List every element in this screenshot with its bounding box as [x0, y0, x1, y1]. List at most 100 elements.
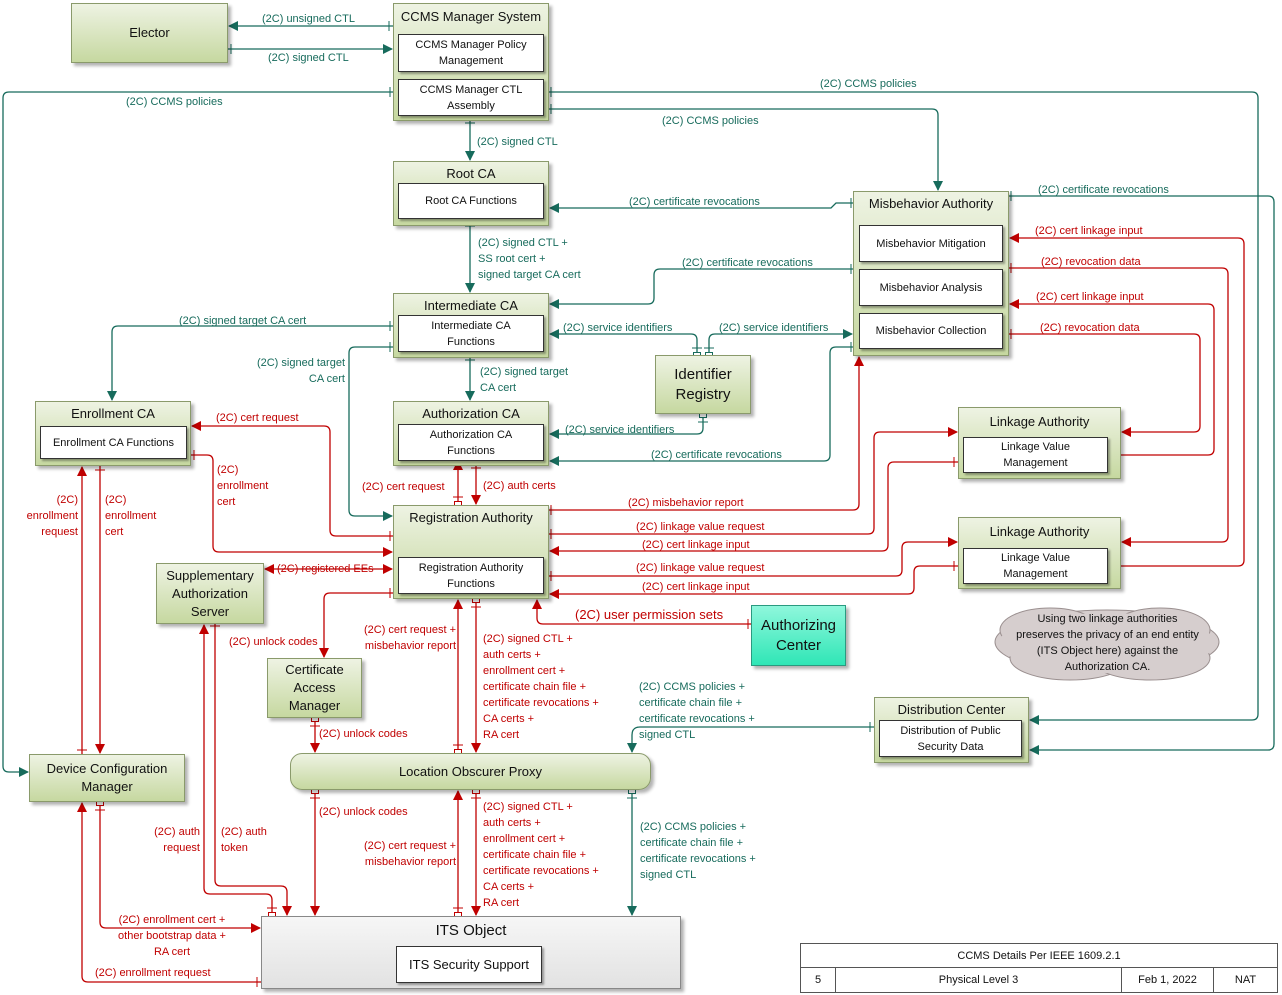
flow-label: (2C) certificate revocations [629, 196, 760, 208]
device-configuration-manager-node[interactable]: Device Configuration Manager [29, 754, 185, 802]
certificate-access-manager-node[interactable]: Certificate Access Manager [267, 658, 362, 718]
linkage-value-management-2[interactable]: Linkage Value Management [963, 548, 1108, 584]
its-object-title: ITS Object [435, 922, 507, 939]
authorizing-center-node[interactable]: Authorizing Center [751, 605, 846, 666]
lop-label: Location Obscurer Proxy [398, 763, 543, 779]
flow-label: (2C) signed CTL + SS root cert + signed … [478, 237, 581, 281]
flow-label: (2C) signed CTL + auth certs + enrollmen… [483, 801, 599, 909]
flow-label: (2C) signed CTL + auth certs + enrollmen… [483, 633, 599, 741]
flow-label: (2C) enrollment request [26, 494, 78, 538]
flow-label: (2C) service identifiers [563, 322, 673, 334]
title-block-date: Feb 1, 2022 [1122, 968, 1214, 992]
location-obscurer-proxy-node[interactable]: Location Obscurer Proxy [290, 753, 651, 790]
enrollment-ca-functions[interactable]: Enrollment CA Functions [40, 426, 187, 459]
intermediate-ca-functions[interactable]: Intermediate CA Functions [398, 315, 544, 352]
authorization-ca-node[interactable]: Authorization CA Authorization CA Functi… [393, 401, 549, 466]
ccms-policy-management[interactable]: CCMS Manager Policy Management [398, 34, 544, 72]
flow-label: (2C) enrollment cert [105, 494, 157, 538]
flow-label: (2C) CCMS policies [662, 115, 759, 127]
intermediate-ca-node[interactable]: Intermediate CA Intermediate CA Function… [393, 293, 549, 358]
misbehavior-authority-title: Misbehavior Authority [868, 196, 994, 211]
flow-label: (2C) cert request + misbehavior report [363, 624, 456, 652]
flow-label: (2C) unlock codes [229, 636, 318, 648]
intermediate-ca-title: Intermediate CA [424, 298, 518, 313]
linkage-authority-1-title: Linkage Authority [989, 414, 1090, 429]
title-block: CCMS Details Per IEEE 1609.2.1 5 Physica… [800, 943, 1278, 993]
flow-label: (2C) cert linkage input [1036, 291, 1144, 303]
flow-label: (2C) certificate revocations [651, 449, 782, 461]
elector-label: Elector [129, 25, 170, 40]
flow-label: (2C) cert request + misbehavior report [363, 840, 456, 868]
note-text: Using two linkage authorities preserves … [1016, 613, 1199, 673]
flow-label: (2C) cert linkage input [1035, 225, 1143, 237]
flow-label: (2C) cert request [362, 481, 445, 493]
flow-label: (2C) signed CTL [268, 52, 349, 64]
linkage-value-management-1[interactable]: Linkage Value Management [963, 437, 1108, 473]
root-ca-functions[interactable]: Root CA Functions [398, 183, 544, 219]
flow-label: (2C) signed target CA cert [480, 366, 569, 394]
misbehavior-mitigation[interactable]: Misbehavior Mitigation [859, 225, 1003, 262]
flow-label: (2C) certificate revocations [682, 257, 813, 269]
title-block-title: CCMS Details Per IEEE 1609.2.1 [801, 944, 1277, 968]
ccms-title: CCMS Manager System [400, 9, 542, 24]
misbehavior-authority-node[interactable]: Misbehavior Authority Misbehavior Mitiga… [853, 191, 1009, 356]
title-block-author: NAT [1234, 974, 1257, 986]
root-ca-node[interactable]: Root CA Root CA Functions [393, 161, 549, 226]
authorizing-center-label: Authorizing Center [760, 616, 837, 654]
authorization-ca-functions[interactable]: Authorization CA Functions [398, 424, 544, 461]
registration-authority-node[interactable]: Registration Authority Registration Auth… [393, 505, 549, 599]
flow-label: (2C) registered EEs [277, 563, 374, 575]
flow-label: (2C) enrollment request [95, 967, 211, 979]
flow-label: (2C) signed target CA cert [179, 315, 307, 327]
flow-label: (2C) CCMS policies [126, 96, 223, 108]
flow-label: (2C) signed CTL [477, 136, 558, 148]
linkage-authority-2-title: Linkage Authority [989, 524, 1090, 539]
flow-label: (2C) service identifiers [565, 424, 675, 436]
flow-label: (2C) unsigned CTL [262, 13, 355, 25]
identifier-registry-node[interactable]: Identifier Registry [655, 355, 751, 414]
misbehavior-collection[interactable]: Misbehavior Collection [859, 313, 1003, 349]
flow-label: (2C) misbehavior report [628, 497, 744, 509]
dcm-label: Device Configuration Manager [46, 761, 168, 794]
flow-label: (2C) signed target CA cert [256, 357, 345, 385]
flow-label: (2C) user permission sets [575, 607, 724, 622]
ccms-ctl-assembly[interactable]: CCMS Manager CTL Assembly [398, 79, 544, 116]
authorization-ca-title: Authorization CA [422, 406, 520, 421]
flow-label: (2C) unlock codes [319, 806, 408, 818]
flow-label: (2C) CCMS policies + certificate chain f… [640, 821, 756, 881]
linkage-authority-1-node[interactable]: Linkage Authority Linkage Value Manageme… [958, 407, 1121, 479]
ccms-manager-system-node[interactable]: CCMS Manager System CCMS Manager Policy … [393, 3, 549, 121]
flow-label: (2C) auth request [154, 826, 200, 854]
flow-label: (2C) service identifiers [719, 322, 829, 334]
flow-label: (2C) auth token [221, 826, 267, 854]
flow-label: (2C) CCMS policies + certificate chain f… [639, 681, 755, 741]
supplementary-authorization-server-node[interactable]: Supplementary Authorization Server [156, 563, 264, 624]
root-ca-title: Root CA [446, 166, 496, 181]
sas-label: Supplementary Authorization Server [166, 567, 254, 619]
elector-node[interactable]: Elector [71, 3, 228, 63]
flow-label: (2C) unlock codes [319, 728, 408, 740]
enrollment-ca-node[interactable]: Enrollment CA Enrollment CA Functions [35, 401, 191, 466]
its-object-node[interactable]: ITS Object ITS Security Support [261, 916, 681, 989]
linkage-authority-2-node[interactable]: Linkage Authority Linkage Value Manageme… [958, 517, 1121, 589]
flow-label: (2C) auth certs [483, 480, 556, 492]
its-security-support[interactable]: ITS Security Support [396, 946, 542, 983]
flow-label: (2C) revocation data [1040, 322, 1140, 334]
misbehavior-analysis[interactable]: Misbehavior Analysis [859, 269, 1003, 306]
distribution-of-public-security-data[interactable]: Distribution of Public Security Data [879, 720, 1022, 757]
distribution-center-node[interactable]: Distribution Center Distribution of Publ… [874, 697, 1029, 763]
enrollment-ca-title: Enrollment CA [71, 406, 155, 421]
flow-label: (2C) cert request [216, 412, 299, 424]
registration-authority-title: Registration Authority [409, 510, 533, 525]
note-cloud-icon [994, 607, 1220, 681]
flow-label: (2C) linkage value request [636, 521, 765, 533]
registration-authority-functions[interactable]: Registration Authority Functions [398, 557, 544, 594]
flow-label: (2C) cert linkage input [642, 539, 750, 551]
cam-label: Certificate Access Manager [285, 662, 344, 713]
identifier-registry-label: Identifier Registry [674, 365, 732, 403]
flow-label: (2C) CCMS policies [820, 78, 917, 90]
flow-label: (2C) certificate revocations [1038, 184, 1169, 196]
flow-label: (2C) revocation data [1041, 256, 1141, 268]
flow-label: (2C) linkage value request [636, 562, 765, 574]
